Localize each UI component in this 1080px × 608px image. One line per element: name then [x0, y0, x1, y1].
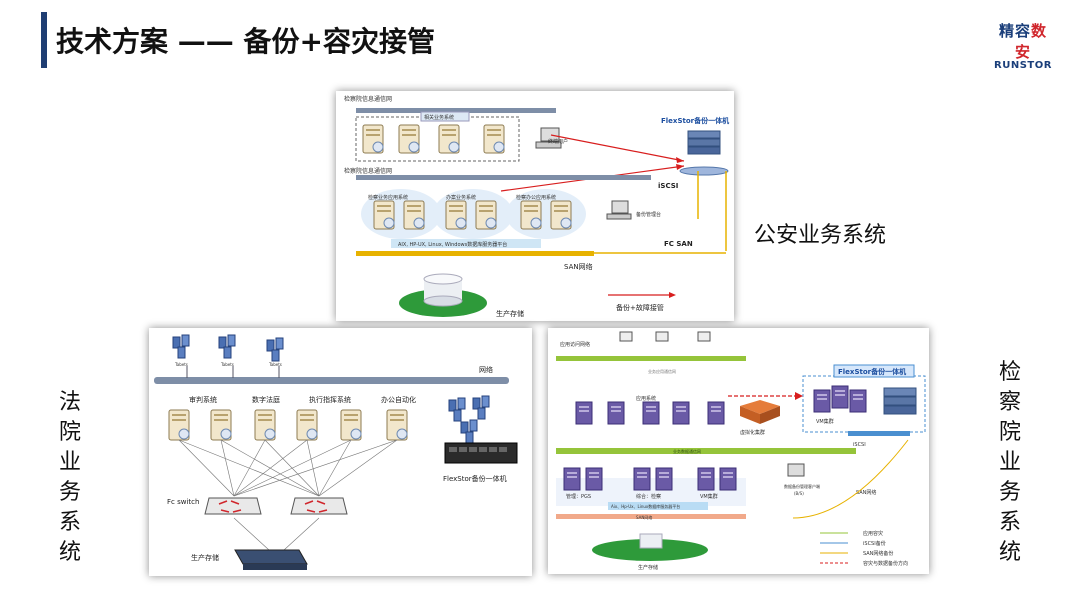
net-mid-label: 检察院信息通信网: [344, 167, 392, 175]
cluster-label-3: 执行指挥系统: [309, 395, 351, 404]
client-pc-icon: [172, 334, 190, 359]
court-char-1: 法: [58, 390, 81, 415]
flexstor-label: FlexStor备份一体机: [443, 474, 507, 483]
legend-4: 容灾与数据备份方向: [863, 560, 908, 567]
logo-text-2: 数安: [1014, 22, 1048, 61]
legend-label: 备份+故障接管: [616, 303, 664, 312]
flexstor-label: FlexStor备份一体机: [838, 367, 906, 376]
group-label-3: VM集群: [700, 493, 718, 500]
internal-net-label: 业务应用通信网: [648, 368, 676, 374]
procuratorate-system-label: 检 察 院 业 务 系 统: [998, 358, 1022, 568]
backup-client-sub: (B/S): [794, 491, 804, 496]
proc-char-3: 院: [998, 420, 1021, 445]
court-char-6: 统: [58, 540, 81, 565]
cluster-label-2: 数字法庭: [252, 395, 280, 404]
backup-client-label: 数据备份管理客户端: [784, 483, 820, 489]
court-char-5: 系: [58, 510, 81, 535]
storage-label: 生产存储: [496, 309, 524, 318]
legend-2: iSCSI备份: [863, 540, 886, 547]
platform-bar-label: Aix、Hp-Ux、Linux数据库服务器平台: [611, 503, 680, 509]
backup-platform-label: 备份管理台: [636, 211, 661, 218]
iscsi-label: iSCSI: [853, 442, 866, 448]
fc-switch-icon-2: [290, 497, 348, 515]
court-diagram: Tabets Tabets Tabets 网络 审判系统 数字法庭 执行指挥系统…: [149, 328, 532, 576]
app-system-label: 应用系统: [636, 395, 656, 402]
proc-char-1: 检: [998, 360, 1021, 385]
proc-char-4: 业: [998, 450, 1021, 475]
access-net-label: 应用访问网络: [560, 341, 590, 348]
court-system-label: 法 院 业 务 系 统: [58, 388, 82, 568]
san-label: SAN网络: [636, 514, 652, 520]
proc-char-6: 系: [998, 510, 1021, 535]
police-system-label: 公安业务系统: [754, 223, 887, 248]
client-tag-2: Tabets: [220, 362, 234, 367]
cluster-label: 相关业务系统: [424, 114, 454, 121]
db-net-label: 业务数据通信网: [673, 448, 701, 454]
police-diagram: 检察院信息通信网 相关业务系统 终端用户 FlexStor备份一体机 检察院信息…: [336, 91, 734, 321]
fcsan-label: FC SAN: [664, 240, 693, 248]
logo-text-1: 精容: [998, 22, 1031, 40]
page-title: 技术方案 —— 备份+容灾接管: [56, 25, 435, 58]
storage-label: 生产存储: [638, 564, 658, 571]
court-char-2: 院: [58, 420, 81, 445]
server-group-1: 检察业务应用系统: [368, 194, 408, 201]
app-server-icon: [575, 401, 593, 425]
legend-3: SAN网络备份: [863, 550, 893, 557]
iscsi-label: iSCSI: [658, 182, 678, 190]
cluster-label-4: 办公自动化: [381, 395, 416, 404]
network-label: 网络: [479, 365, 493, 374]
storage-array-icon: [234, 549, 308, 570]
proc-char-5: 务: [998, 480, 1021, 505]
server-group-3: 检察办公应用系统: [516, 194, 556, 201]
net-top-label: 检察院信息通信网: [344, 95, 392, 103]
fc-switch-icon-1: [204, 497, 262, 515]
title-accent-bar: [41, 12, 47, 68]
logo-text-en: RUNSTOR: [994, 60, 1052, 71]
cluster-label-1: 审判系统: [189, 395, 217, 404]
procuratorate-diagram: 应用访问网络 业务应用通信网 应用系统 虚拟化集群 FlexStor备份一体机 …: [548, 328, 929, 574]
group-label-1: 管理：PGS: [566, 493, 591, 500]
fc-switch-label: Fc switch: [167, 498, 199, 506]
client-tag-1: Tabets: [174, 362, 188, 367]
platform-bar-label: AIX, HP-UX, Linux, Windows数据库服务器平台: [398, 241, 507, 248]
proc-char-2: 察: [998, 390, 1021, 415]
flexstor-device-icon: [687, 130, 721, 155]
san-backup-label: SAN网络: [856, 489, 876, 496]
storage-label: 生产存储: [191, 553, 219, 562]
vm-group-icon: [740, 400, 780, 424]
flexstor-label: FlexStor备份一体机: [661, 116, 729, 125]
court-char-4: 务: [58, 480, 81, 505]
terminal-label: 终端用户: [548, 138, 568, 145]
legend-1: 应用容灾: [863, 530, 883, 537]
vm-group-label: 虚拟化集群: [740, 429, 765, 436]
group-label-2: 综合：检察: [636, 493, 661, 500]
flexstor-device-icon: [883, 387, 917, 415]
server-group-2: 办案业务系统: [446, 194, 476, 201]
client-tag-3: Tabets: [268, 362, 282, 367]
vm-cluster-label: VM集群: [816, 418, 834, 425]
san-label: SAN网络: [564, 262, 593, 271]
proc-char-7: 统: [998, 540, 1021, 565]
company-logo: 精容数安 RUNSTOR: [992, 20, 1054, 71]
court-char-3: 业: [58, 450, 81, 475]
